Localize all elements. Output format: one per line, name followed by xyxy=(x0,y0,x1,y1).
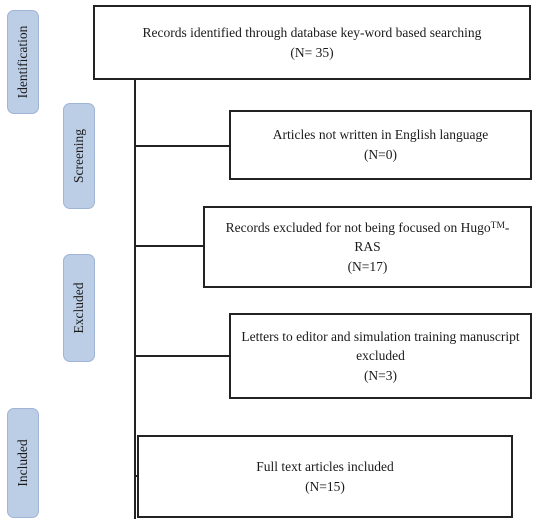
box-letters-excluded-text: Letters to editor and simulation trainin… xyxy=(241,328,520,364)
connector-not-english xyxy=(134,145,230,147)
box-full-text-included-text: Full text articles included xyxy=(256,458,394,474)
main-vertical-connector xyxy=(134,78,136,519)
box-not-hugo-count: (N=17) xyxy=(347,258,388,274)
stage-excluded: Excluded xyxy=(63,254,95,362)
box-full-text-included: Full text articles included (N=15) xyxy=(137,435,513,518)
box-not-hugo-text: Records excluded for not being focused o… xyxy=(213,218,522,257)
box-not-english-count: (N=0) xyxy=(363,147,398,162)
stage-screening: Screening xyxy=(63,103,95,209)
connector-included xyxy=(134,475,138,477)
stage-included: Included xyxy=(7,408,39,518)
box-letters-excluded-count: (N=3) xyxy=(363,367,398,383)
stage-included-label: Included xyxy=(15,439,30,487)
box-records-identified: Records identified through database key-… xyxy=(93,5,531,80)
connector-not-hugo xyxy=(134,245,204,247)
box-letters-excluded: Letters to editor and simulation trainin… xyxy=(229,313,532,399)
box-records-identified-count: (N= 35) xyxy=(290,44,334,60)
box-not-english: Articles not written in English language… xyxy=(229,110,532,180)
box-not-english-text: Articles not written in English language xyxy=(272,127,489,143)
stage-screening-label: Screening xyxy=(71,129,86,183)
stage-identification-label: Identification xyxy=(15,25,30,99)
box-not-hugo-text-before: Records excluded for not being focused o… xyxy=(225,219,491,235)
stage-excluded-label: Excluded xyxy=(71,282,86,334)
box-full-text-included-count: (N=15) xyxy=(305,478,345,494)
box-not-hugo-text-after: -RAS xyxy=(354,219,510,255)
stage-identification: Identification xyxy=(7,10,39,114)
box-not-hugo: Records excluded for not being focused o… xyxy=(203,206,532,288)
trademark-superscript: TM xyxy=(490,220,505,231)
box-records-identified-text: Records identified through database key-… xyxy=(142,24,482,40)
connector-letters xyxy=(134,355,230,357)
